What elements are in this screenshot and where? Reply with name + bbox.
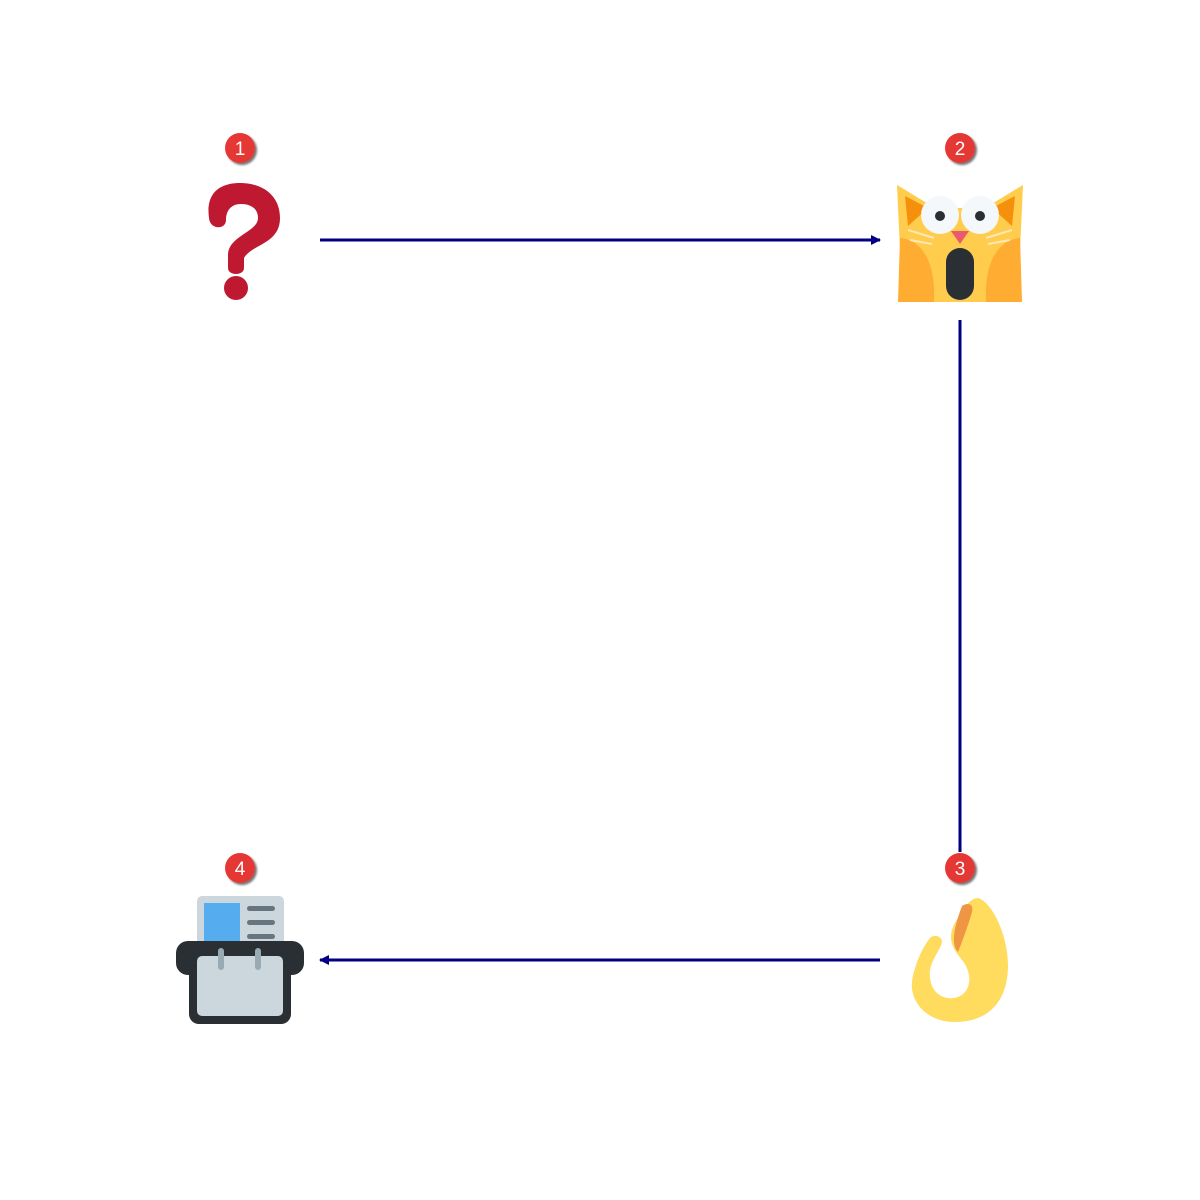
step-badge xyxy=(225,853,255,883)
step-badge xyxy=(945,853,975,883)
card-index-icon xyxy=(176,896,304,1024)
step-badge-label: 1 xyxy=(235,139,246,160)
step-badge xyxy=(225,133,255,163)
node-2: 2 xyxy=(897,133,1023,302)
step-badge xyxy=(945,133,975,163)
node-4: 4 xyxy=(176,853,304,1024)
ok-hand-icon xyxy=(911,898,1008,1022)
step-badge-label: 2 xyxy=(955,139,966,160)
weary-cat-face-icon xyxy=(897,185,1023,302)
node-3: 3 xyxy=(911,853,1008,1022)
node-1: 1 xyxy=(208,133,280,300)
step-badge-label: 3 xyxy=(955,859,966,880)
step-badge-label: 4 xyxy=(235,859,246,880)
question-mark-icon xyxy=(208,183,280,300)
